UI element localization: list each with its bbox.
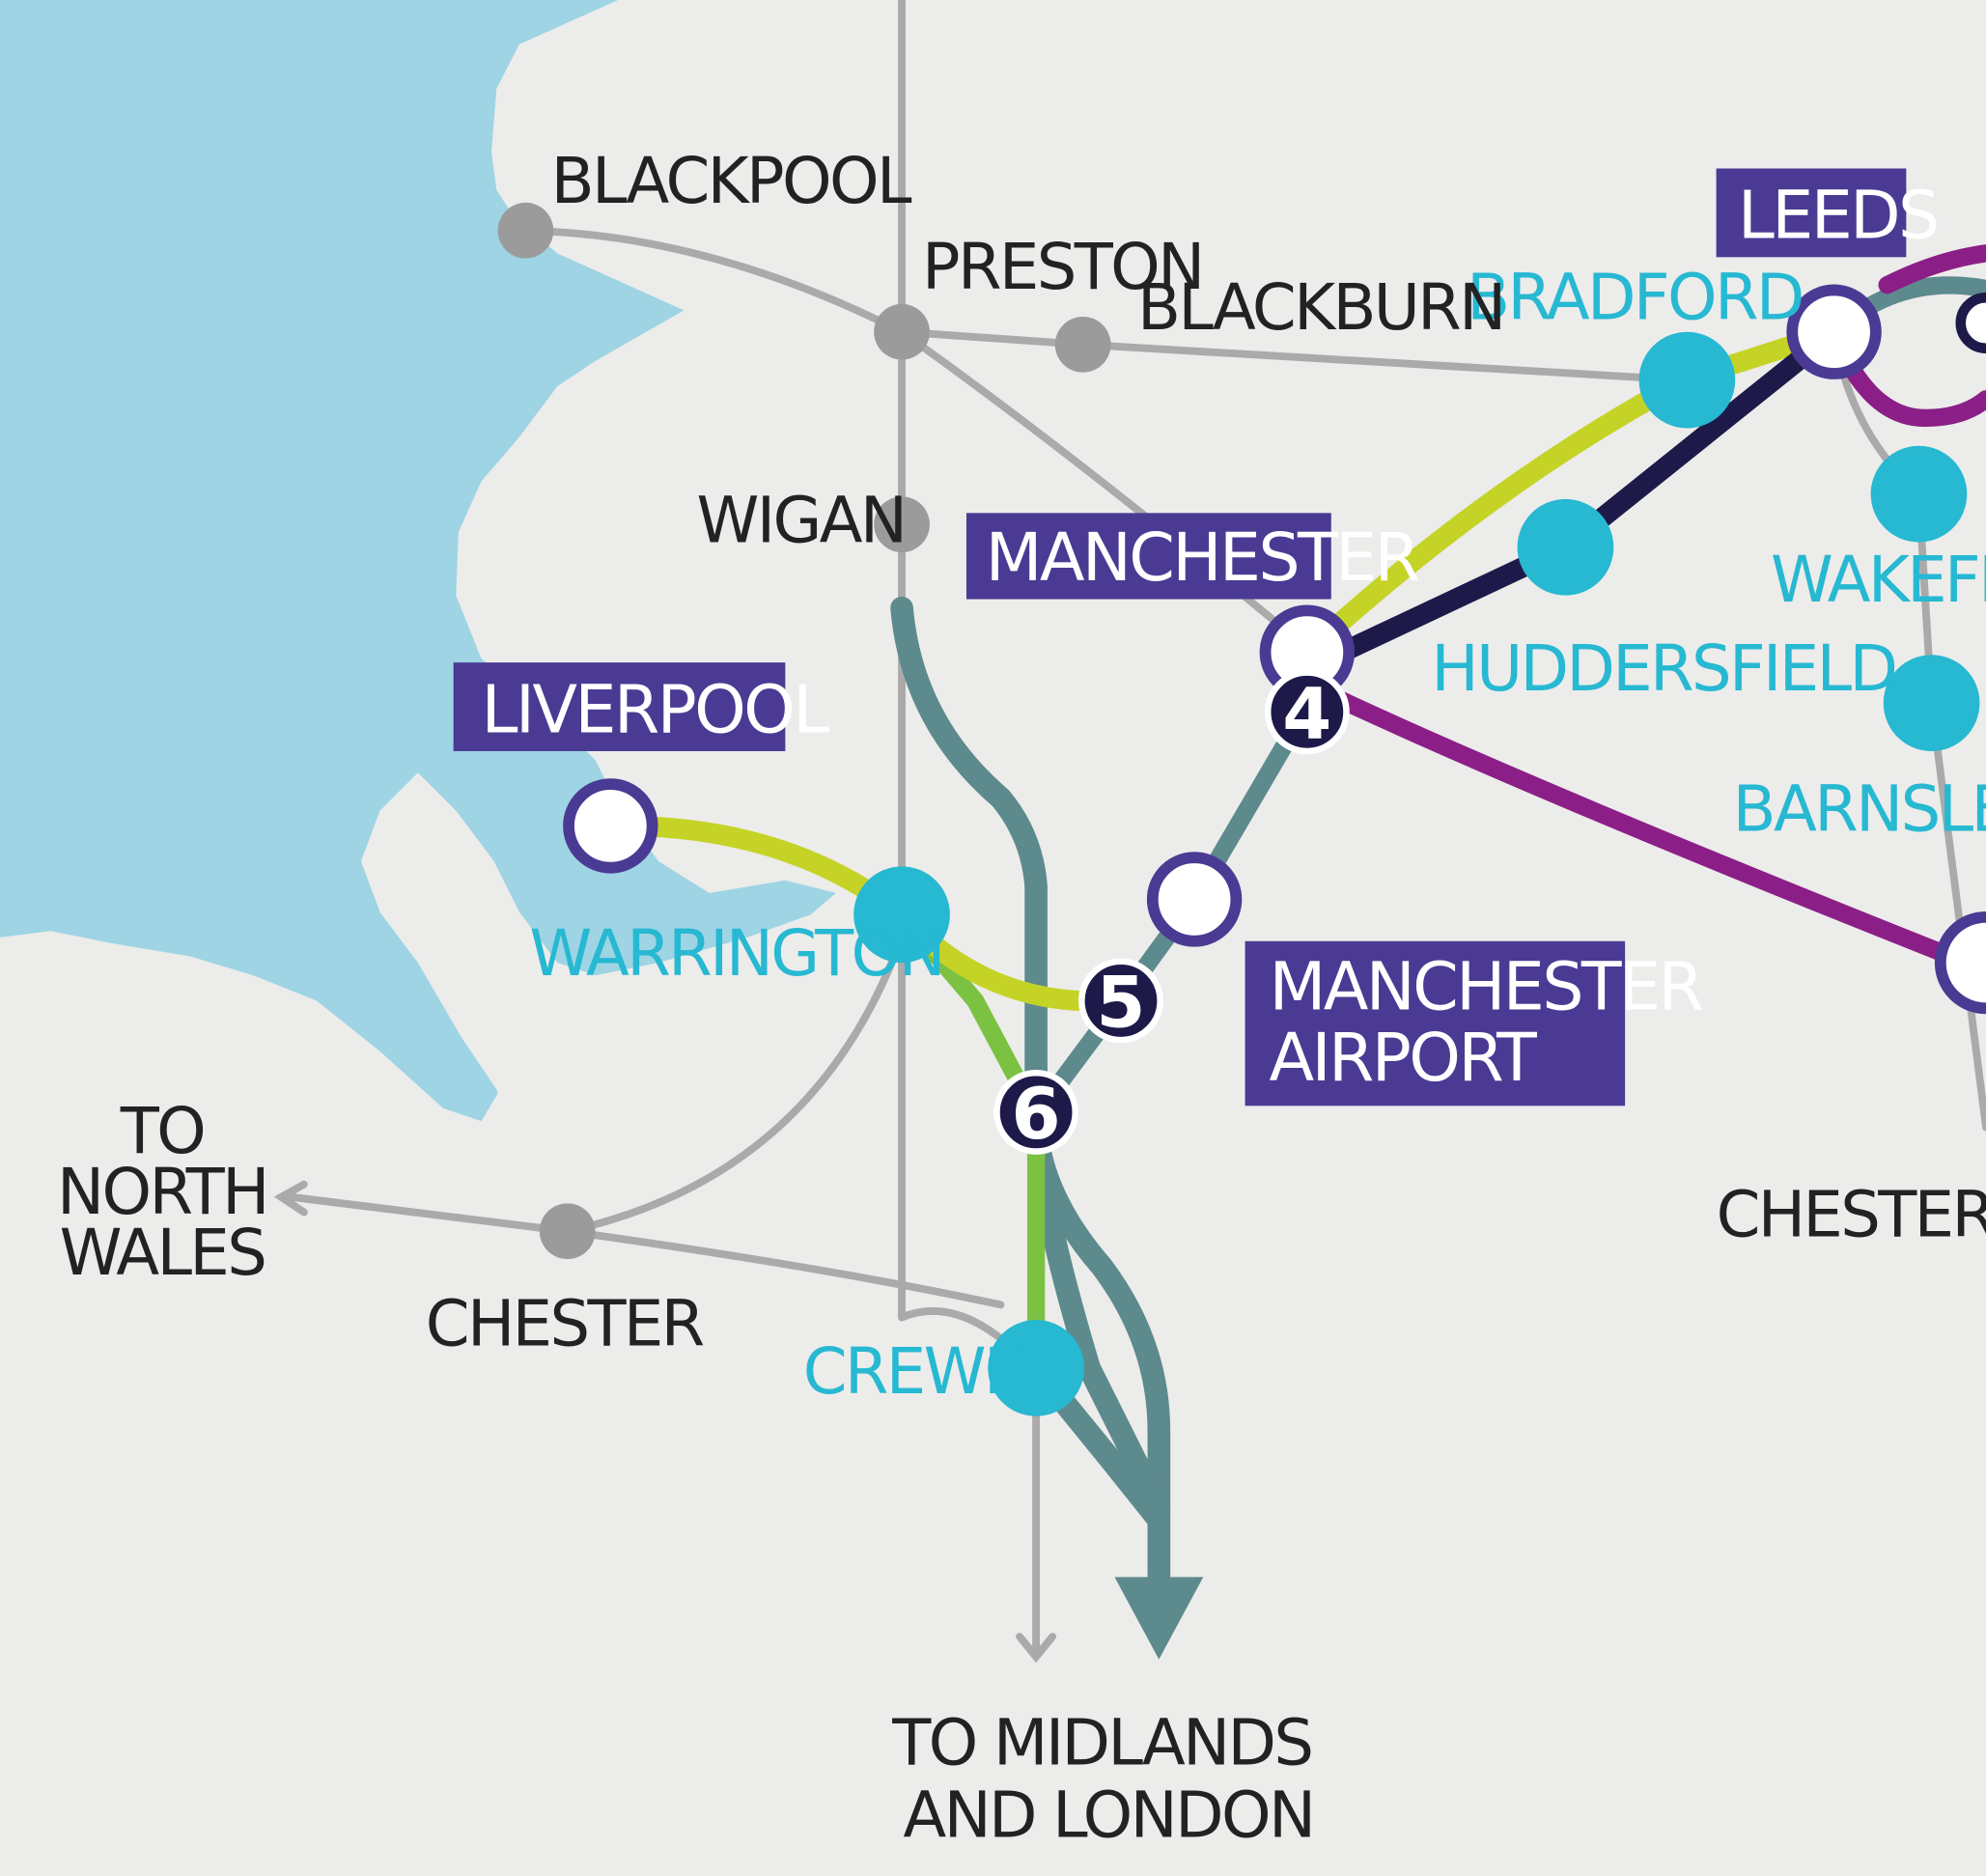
manchester-airport-label-box — [1245, 940, 1626, 1106]
station-manchester-airport[interactable] — [1146, 852, 1243, 947]
junction-4-number: 4 — [1282, 673, 1331, 755]
purple-line-manchester-sheffield — [1298, 675, 1970, 969]
town-stations — [497, 202, 1111, 1260]
purple-line-leeds-north — [1878, 244, 1986, 294]
junction-4[interactable]: 4 — [1264, 669, 1350, 756]
blackpool-label: BLACKPOOL — [551, 145, 912, 218]
junction-5-number: 5 — [1096, 963, 1145, 1045]
blackburn-label: BLACKBURN — [1137, 271, 1504, 345]
station-warrington[interactable] — [853, 866, 950, 964]
station-york-edge[interactable] — [1955, 293, 1986, 354]
station-wigan[interactable] — [874, 496, 930, 553]
rail-to-north-wales — [287, 1192, 572, 1236]
liverpool-label-box — [453, 662, 786, 751]
liverpool-label: LIVERPOOL — [482, 672, 830, 748]
leeds-label: LEEDS — [1738, 179, 1938, 255]
station-bradford[interactable] — [1638, 331, 1736, 429]
bradford-label: BRADFORD — [1467, 262, 1803, 335]
midlands-arrow-icon — [1114, 1577, 1204, 1660]
rail-blackpool-preston — [521, 226, 906, 336]
wigan-label: WIGAN — [697, 485, 906, 558]
teal-line-manchester-link — [1026, 697, 1317, 1124]
midlands-label-line2: AND LONDON — [903, 1778, 1313, 1852]
huddersfield-label: HUDDERSFIELD — [1431, 632, 1895, 706]
station-blackpool[interactable] — [497, 202, 554, 259]
station-barnsley[interactable] — [1883, 655, 1980, 751]
manchester-label-box — [965, 513, 1331, 600]
north-wales-label-line3: WALES — [60, 1217, 266, 1290]
midlands-label-line1: TO MIDLANDS — [891, 1707, 1311, 1780]
barnsley-label: BARNSLEY — [1733, 773, 1986, 847]
junctions: 4 5 6 — [993, 669, 1350, 1156]
north-wales-label-line1: TO — [120, 1095, 204, 1168]
city-label-boxes: LEEDS MANCHESTER LIVERPOOL MANCHESTER AI… — [453, 168, 1940, 1106]
junction-6-number: 6 — [1012, 1074, 1061, 1156]
cyan-station-labels: BRADFORD HUDDERSFIELD WAKEFIELD BARNSLEY… — [529, 262, 1986, 1410]
station-chester[interactable] — [539, 1203, 596, 1260]
warrington-label: WARRINGTON — [529, 917, 943, 991]
destination-labels: TO NORTH WALES TO MIDLANDS AND LONDON — [57, 1095, 1316, 1852]
station-crewe[interactable] — [988, 1320, 1084, 1416]
lime-line-manchester-leeds — [1297, 322, 1845, 663]
midlands-arrowhead — [1016, 1633, 1057, 1664]
junction-6[interactable]: 6 — [993, 1069, 1079, 1156]
cyan-stations — [853, 331, 1980, 1416]
junction-6-marker — [993, 1069, 1079, 1155]
junction-5[interactable]: 5 — [1078, 958, 1163, 1045]
station-liverpool[interactable] — [563, 778, 658, 874]
station-leeds[interactable] — [1786, 284, 1882, 379]
station-sheffield[interactable] — [1934, 910, 1986, 1015]
manchester-label: MANCHESTER — [986, 520, 1419, 597]
chesterfield-label: CHESTERFIELD — [1717, 1178, 1986, 1251]
wirral-land — [364, 778, 596, 1103]
manchester-airport-label-line2: AIRPORT — [1269, 1021, 1537, 1097]
rail-chester-crewe — [563, 1227, 1005, 1309]
crewe-label: CREWE — [803, 1335, 1021, 1409]
manchester-airport-label-line1: MANCHESTER — [1269, 950, 1702, 1026]
junction-5-marker — [1078, 958, 1163, 1044]
leeds-label-box — [1716, 168, 1907, 258]
junction-4-marker — [1264, 669, 1350, 755]
chester-label: CHESTER — [426, 1287, 704, 1360]
rail-chester-warrington — [563, 939, 904, 1236]
station-wakefield[interactable] — [1870, 445, 1968, 543]
north-wales-label-line2: NORTH — [57, 1156, 267, 1229]
north-wales-arrowhead — [273, 1180, 308, 1217]
wakefield-label: WAKEFIELD — [1771, 544, 1986, 617]
town-labels: BLACKPOOL PRESTON BLACKBURN WIGAN CHESTE… — [426, 145, 1986, 1360]
station-preston[interactable] — [874, 303, 930, 360]
preston-label: PRESTON — [922, 231, 1203, 304]
station-blackburn[interactable] — [1054, 316, 1111, 373]
station-huddersfield[interactable] — [1517, 498, 1614, 596]
